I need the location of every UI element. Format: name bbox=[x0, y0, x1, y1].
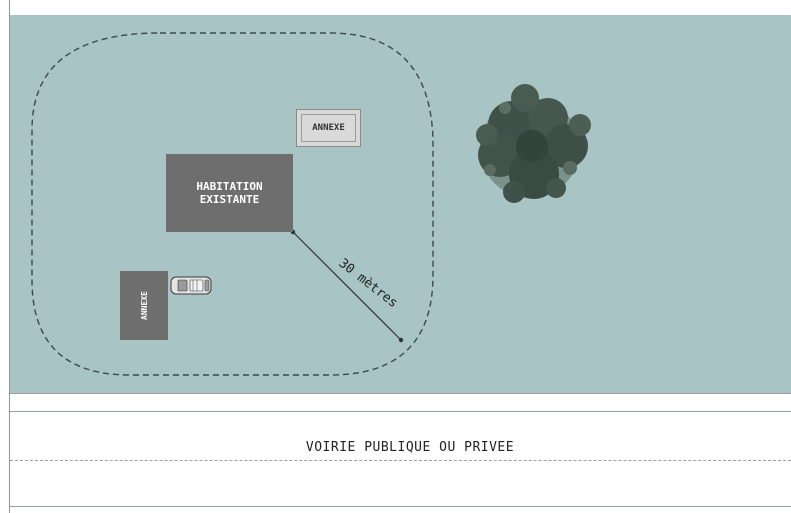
habitation-label-line2: EXISTANTE bbox=[199, 193, 260, 206]
annexe-top: ANNEXE bbox=[296, 109, 361, 147]
road-edge-top bbox=[10, 393, 791, 394]
annexe-top-label: ANNEXE bbox=[301, 114, 356, 142]
annexe-side: ANNEXE bbox=[120, 271, 168, 340]
plan-left-border bbox=[9, 0, 10, 513]
car-icon bbox=[170, 276, 212, 295]
road-edge-inner bbox=[10, 411, 791, 412]
tree-icon bbox=[476, 84, 591, 203]
30m-boundary-line bbox=[31, 32, 434, 376]
road-centerline bbox=[10, 460, 791, 461]
road-label: VOIRIE PUBLIQUE OU PRIVEE bbox=[305, 440, 515, 455]
annexe-side-label: ANNEXE bbox=[139, 291, 149, 320]
habitation-label-line1: HABITATION bbox=[196, 180, 263, 193]
distance-measure-line bbox=[290, 229, 404, 343]
habitation-existante: HABITATION EXISTANTE bbox=[166, 154, 293, 232]
road-edge-bottom bbox=[10, 506, 791, 507]
